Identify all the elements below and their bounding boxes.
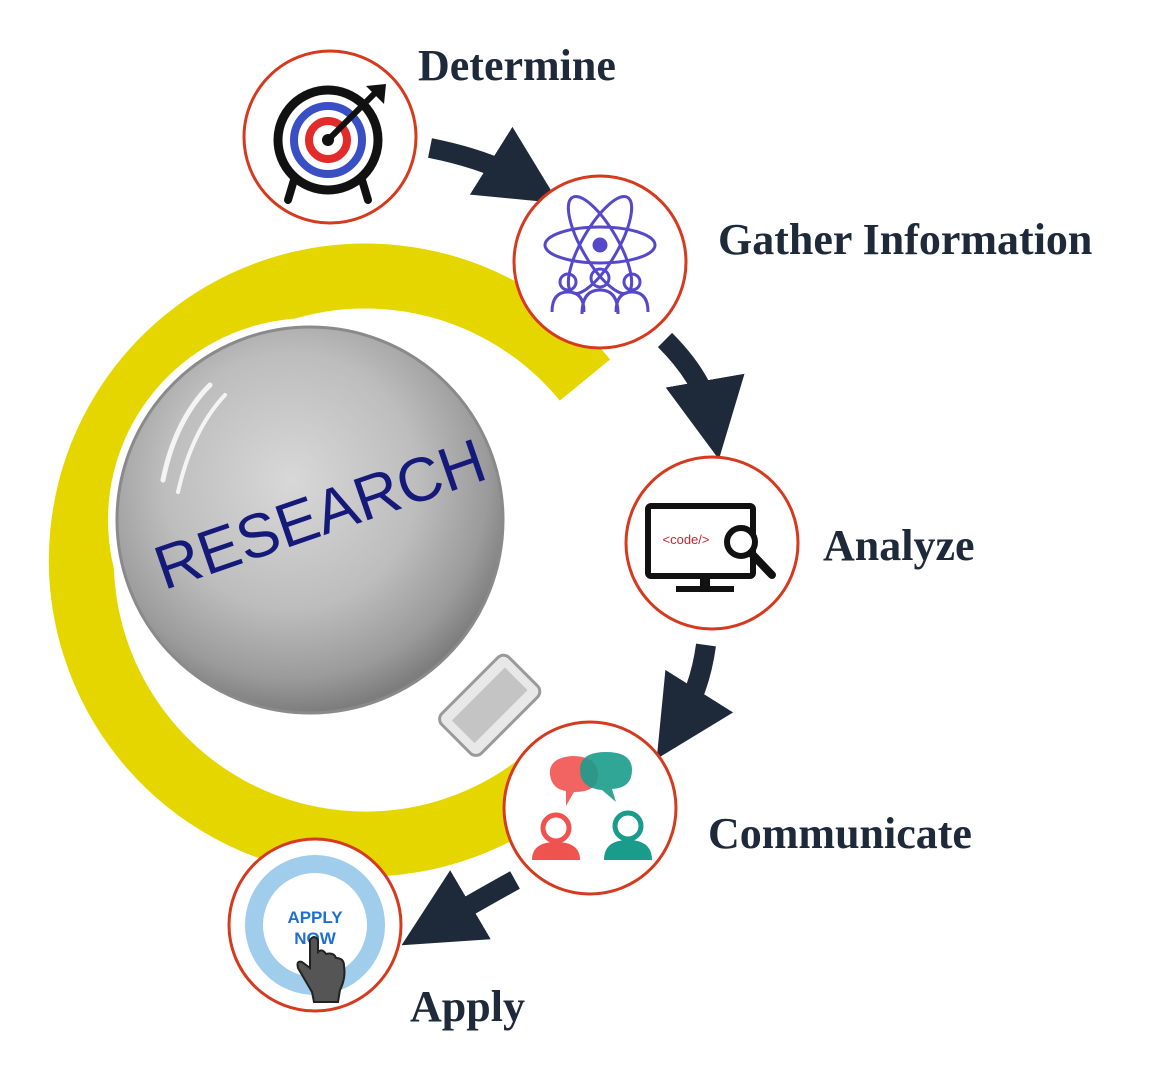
step-gather-circle — [512, 174, 688, 350]
atom-team-icon — [543, 195, 657, 315]
step-analyze-circle: <code/> — [624, 455, 800, 631]
step-apply-circle: APPLY NOW — [227, 837, 403, 1013]
lens-glare-2 — [176, 393, 227, 494]
step-label-apply: Apply — [410, 982, 525, 1031]
people-chat-icon — [532, 752, 652, 860]
step-determine-circle — [242, 49, 418, 225]
code-tag-text: <code/> — [663, 532, 710, 547]
arrow-communicate-to-apply — [401, 870, 520, 946]
step-label-determine: Determine — [418, 41, 616, 90]
step-communicate-circle — [502, 720, 678, 896]
magnifier-handle — [438, 653, 542, 757]
magnifier-lens — [108, 318, 512, 722]
code-search-icon: <code/> — [645, 503, 776, 592]
target-icon — [273, 84, 386, 204]
apply-now-button-icon: APPLY NOW — [245, 855, 385, 1003]
apply-badge-line1: APPLY — [287, 908, 343, 927]
pointing-hand-icon — [296, 936, 346, 1003]
step-label-gather-information: Gather Information — [718, 215, 1093, 264]
arrow-gather-to-analyze — [657, 332, 745, 460]
arrow-analyze-to-communicate — [656, 643, 734, 759]
step-label-analyze: Analyze — [823, 521, 975, 570]
flow-arrows — [401, 126, 745, 946]
step-label-communicate: Communicate — [708, 809, 972, 858]
lens-glare — [160, 382, 213, 483]
arrow-determine-to-gather — [428, 126, 559, 204]
